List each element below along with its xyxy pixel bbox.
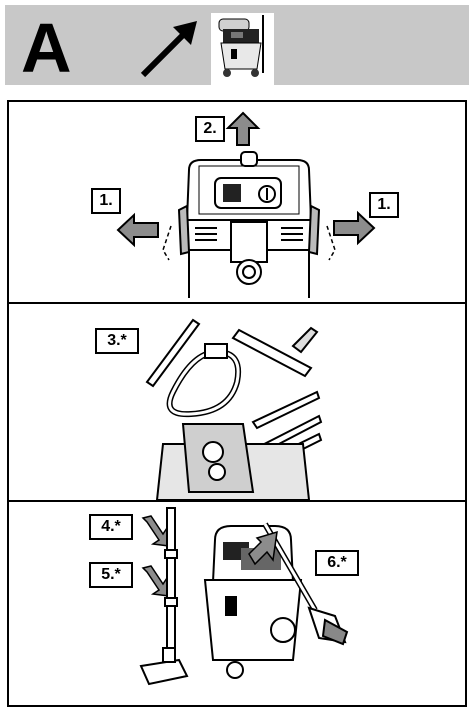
wand-and-nozzle-illustration <box>139 507 189 686</box>
step-3-label: 3.* <box>95 328 139 354</box>
step-5-label: 5.* <box>89 562 133 588</box>
section-header: A <box>5 5 469 87</box>
vacuum-thumbnail-icon <box>218 15 264 77</box>
step-1-right-label: 1. <box>369 192 399 218</box>
panel-open-head: 2. 1. 1. <box>7 100 467 304</box>
step-6-label: 6.* <box>315 550 359 576</box>
step-1-left-label: 1. <box>91 188 121 214</box>
left-arrow-icon <box>116 212 159 248</box>
panel-accessories: 3.* <box>7 302 467 502</box>
panel-assembled: 4.* 5.* 6.* <box>7 500 467 707</box>
diagonal-arrow-icon <box>140 21 197 78</box>
section-letter: A <box>21 9 72 87</box>
step-4-label: 4.* <box>89 514 133 540</box>
up-arrow-icon <box>225 111 261 146</box>
vacuum-assembled-illustration <box>203 522 349 679</box>
vacuum-thumbnail <box>211 13 274 85</box>
accessories-illustration <box>145 318 323 501</box>
step-2-label: 2. <box>195 116 225 142</box>
vacuum-head-illustration <box>162 151 336 298</box>
right-arrow-icon <box>333 210 376 246</box>
